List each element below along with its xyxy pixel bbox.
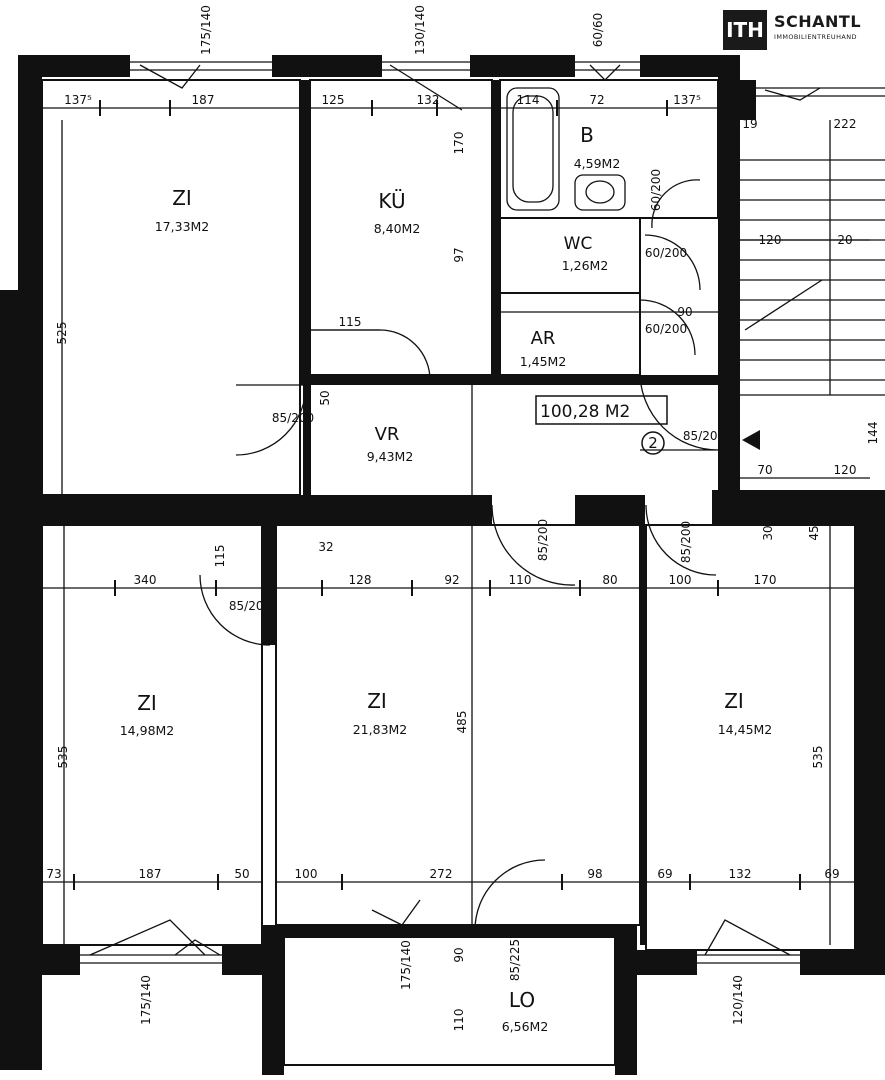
room-label-kitchen: KÜ — [378, 189, 405, 213]
dim-label: 137⁵ — [64, 93, 92, 107]
dim-label: 120/140 — [731, 975, 745, 1025]
dim-label: 32 — [318, 540, 333, 554]
dim-label: 340 — [134, 573, 157, 587]
dim-label: 85/200 — [272, 411, 314, 425]
dim-label: 525 — [55, 322, 69, 345]
room-area-zi-bottom-right: 14,45M2 — [718, 722, 773, 737]
room-labels: ZI 17,33M2 KÜ 8,40M2 B 4,59M2 WC 1,26M2 … — [120, 123, 773, 1034]
dim-label: 92 — [444, 573, 459, 587]
dim-label: 45 — [807, 525, 821, 540]
dim-label: 69 — [657, 867, 672, 881]
dim-label: 73 — [46, 867, 61, 881]
entrance-arrow-icon — [742, 430, 760, 450]
logo-name: SCHANTL — [774, 12, 862, 31]
dim-label: 535 — [56, 746, 70, 769]
dim-label: 100 — [669, 573, 692, 587]
room-label-zi-top: ZI — [172, 186, 192, 210]
dim-label: 125 — [322, 93, 345, 107]
dim-label: 70 — [757, 463, 772, 477]
dim-label: 85/200 — [229, 599, 271, 613]
dim-label: 85/200 — [536, 519, 550, 561]
room-area-zi-bottom-middle: 21,83M2 — [353, 722, 408, 737]
room-area-zi-bottom-left: 14,98M2 — [120, 723, 175, 738]
room-area-wc: 1,26M2 — [562, 258, 609, 273]
room-area-zi-top: 17,33M2 — [155, 219, 210, 234]
dim-label: 132 — [417, 93, 440, 107]
dim-label: 50 — [234, 867, 249, 881]
dim-label: 130/140 — [413, 5, 427, 55]
dim-label: 30 — [761, 525, 775, 540]
room-area-bath: 4,59M2 — [574, 156, 621, 171]
dim-label: 60/60 — [591, 13, 605, 48]
room-label-loggia: LO — [509, 988, 535, 1012]
dim-label: 535 — [811, 746, 825, 769]
dim-label: 485 — [455, 711, 469, 734]
dim-label: 128 — [349, 573, 372, 587]
room-label-zi-bottom-middle: ZI — [367, 689, 387, 713]
dim-label: 72 — [589, 93, 604, 107]
room-label-storage: AR — [531, 328, 556, 349]
apartment-number-badge: 2 — [641, 431, 665, 455]
dim-label: 50 — [318, 390, 332, 405]
apartment-number: 2 — [648, 434, 658, 452]
dim-label: 20 — [837, 233, 852, 247]
dim-label: 120 — [834, 463, 857, 477]
dim-label: 90 — [677, 305, 692, 319]
dim-label: 100 — [295, 867, 318, 881]
dim-label: 222 — [834, 117, 857, 131]
dim-label: 85/200 — [683, 429, 725, 443]
dim-label: 90 — [452, 947, 466, 962]
dim-label: 132 — [729, 867, 752, 881]
dim-label: 80 — [602, 573, 617, 587]
total-area: 100,28 M2 — [540, 402, 630, 422]
logo-subtitle: IMMOBILIENTREUHAND — [774, 33, 857, 41]
logo-mark: ITH — [723, 10, 767, 50]
room-label-wc: WC — [564, 234, 593, 254]
dim-label: 272 — [430, 867, 453, 881]
dimension-labels: 137⁵ 187 125 132 114 72 137⁵ 222 19 120 … — [46, 5, 880, 1031]
dim-label: 60/200 — [649, 169, 663, 211]
room-area-storage: 1,45M2 — [520, 354, 567, 369]
dim-label: 110 — [452, 1009, 466, 1032]
dim-label: 110 — [509, 573, 532, 587]
dim-label: 187 — [192, 93, 215, 107]
dim-label: 19 — [742, 117, 757, 131]
room-label-bath: B — [580, 123, 594, 147]
dim-label: 120 — [759, 233, 782, 247]
walls — [0, 55, 885, 1075]
room-area-kitchen: 8,40M2 — [374, 221, 421, 236]
dim-label: 175/140 — [139, 975, 153, 1025]
dim-label: 187 — [139, 867, 162, 881]
dim-label: 85/225 — [508, 939, 522, 981]
dim-label: 170 — [754, 573, 777, 587]
total-area-box: 100,28 M2 — [535, 395, 668, 425]
room-area-hall: 9,43M2 — [367, 449, 414, 464]
dim-label: 98 — [587, 867, 602, 881]
dim-label: 60/200 — [645, 322, 687, 336]
dim-label: 175/140 — [399, 940, 413, 990]
room-label-zi-bottom-right: ZI — [724, 689, 744, 713]
dim-label: 85/200 — [679, 521, 693, 563]
room-label-hall: VR — [375, 424, 400, 445]
dim-label: 170 — [452, 132, 466, 155]
dim-label: 60/200 — [645, 246, 687, 260]
dim-label: 144 — [866, 422, 880, 445]
dim-label: 97 — [452, 247, 466, 262]
dim-label: 175/140 — [199, 5, 213, 55]
dim-label: 69 — [824, 867, 839, 881]
dim-label: 137⁵ — [673, 93, 701, 107]
dim-label: 114 — [517, 93, 540, 107]
room-label-zi-bottom-left: ZI — [137, 691, 157, 715]
room-area-loggia: 6,56M2 — [502, 1019, 549, 1034]
dim-label: 115 — [213, 545, 227, 568]
interior-lines — [41, 61, 885, 1066]
dim-label: 115 — [339, 315, 362, 329]
